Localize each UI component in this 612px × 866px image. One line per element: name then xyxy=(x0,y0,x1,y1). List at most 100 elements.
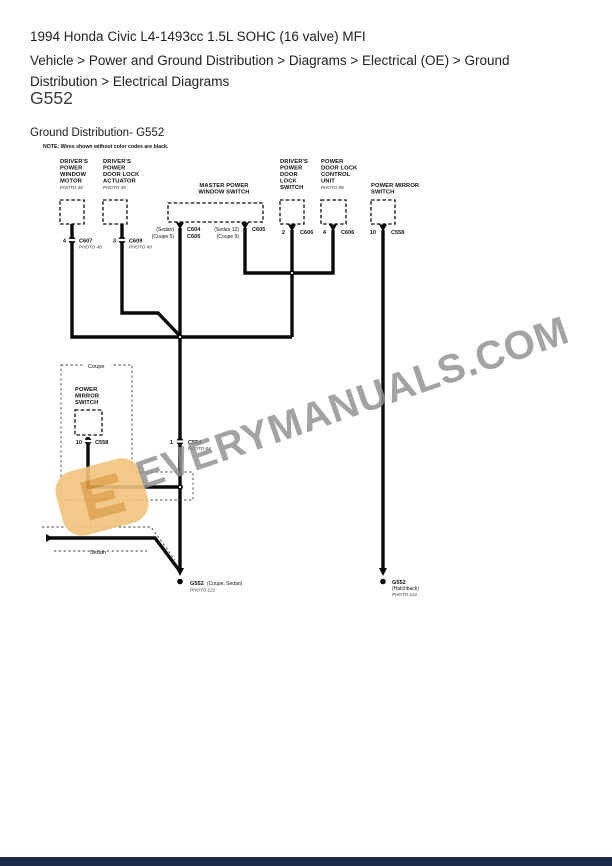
diagram-title: Ground Distribution- G552 xyxy=(30,127,165,139)
component-label: POWER MIRROR xyxy=(371,183,420,189)
ground-arrow xyxy=(176,568,184,576)
photo-ref: PHOTO 121 xyxy=(190,588,216,593)
component-label: DOOR xyxy=(280,172,299,178)
photo-ref: PHOTO 121 xyxy=(392,592,418,597)
variant-label: (Coupe 9) xyxy=(217,234,240,240)
ground-arrow xyxy=(379,568,387,576)
breadcrumb[interactable]: Vehicle > Power and Ground Distribution … xyxy=(30,53,510,89)
variant-label: (Coupe 5) xyxy=(152,234,175,240)
component-label: DOOR LOCK xyxy=(321,166,358,172)
component-label: WINDOW SWITCH xyxy=(198,190,249,196)
component-label: DRIVER'S xyxy=(60,159,88,165)
ground-point xyxy=(177,578,183,585)
ground-point xyxy=(380,578,386,585)
component-box xyxy=(320,199,347,225)
component-label: POWER xyxy=(75,387,98,393)
photo-ref: PHOTO 88 xyxy=(321,185,344,190)
connector-id: C605 xyxy=(187,234,200,240)
variant-label: (Sedan 12) xyxy=(214,227,239,233)
component-label: CONTROL xyxy=(321,172,351,178)
connector-c609: 3 C609 PHOTO 49 xyxy=(113,236,152,250)
connector-id: C558 xyxy=(95,440,108,446)
ground-variant: (Hatchback) xyxy=(392,586,419,592)
diagram-note: NOTE: Wires shown without color codes ar… xyxy=(43,144,169,150)
pin-number: 1 xyxy=(170,440,173,446)
ground-g552-hatchback: G552 (Hatchback) PHOTO 121 xyxy=(379,568,419,597)
junction-dots xyxy=(177,270,295,490)
connector-c606-switch: 2 C606 xyxy=(282,224,313,236)
component-box xyxy=(74,409,103,436)
wire-sedan-run xyxy=(48,536,181,572)
connector-id: C554 xyxy=(188,440,202,446)
component-driver-power-window-motor: DRIVER'S POWER WINDOW MOTOR PHOTO 48 xyxy=(59,159,88,225)
component-driver-door-lock-actuator: DRIVER'S POWER DOOR LOCK ACTUATOR PHOTO … xyxy=(102,159,140,225)
connector-id: C604 xyxy=(187,227,201,233)
connector-c558-coupe: 10 C558 xyxy=(76,437,108,446)
ground-id: G552 xyxy=(392,580,406,586)
pin-number: 3 xyxy=(113,239,116,245)
component-label: POWER xyxy=(321,159,344,165)
component-label: POWER xyxy=(103,166,126,172)
photo-ref: PHOTO 49 xyxy=(129,245,152,250)
region-sedan: Sedan xyxy=(42,526,176,561)
ground-variant: (Coupe, Sedan) xyxy=(207,581,243,587)
photo-ref: PHOTO 49 xyxy=(103,185,126,190)
connector-c606-unit: 4 C606 xyxy=(323,224,354,236)
photo-ref: PHOTO 84 xyxy=(188,446,211,451)
component-power-mirror-switch-coupe: POWER MIRROR SWITCH xyxy=(74,387,103,436)
component-box xyxy=(370,199,396,225)
pin-number: 10 xyxy=(370,230,376,236)
component-label: MIRROR xyxy=(75,394,100,400)
connector-master-right: (Sedan 12) (Coupe 9) C605 xyxy=(214,222,265,240)
connector-id: C558 xyxy=(391,230,404,236)
component-box xyxy=(102,199,128,225)
component-label: MOTOR xyxy=(60,179,83,185)
connector-id: C606 xyxy=(341,230,354,236)
connector-id: C607 xyxy=(79,239,92,245)
ground-id: G552 xyxy=(190,581,204,587)
component-label: SWITCH xyxy=(371,190,394,196)
component-label: DRIVER'S xyxy=(280,159,308,165)
component-power-door-lock-control-unit: POWER DOOR LOCK CONTROL UNIT PHOTO 88 xyxy=(320,159,358,225)
sedan-wire-end-connector xyxy=(46,534,53,542)
wire-c607-ground-run xyxy=(70,224,292,339)
component-label: DRIVER'S xyxy=(103,159,131,165)
section-heading: G552 xyxy=(30,88,73,108)
variant-label: (Sedan) xyxy=(156,227,174,233)
ground-g552-coupe-sedan: G552 (Coupe, Sedan) PHOTO 121 xyxy=(176,568,243,593)
pin-number: 2 xyxy=(282,230,285,236)
photo-ref: PHOTO 48 xyxy=(60,185,83,190)
component-label: SWITCH xyxy=(75,400,98,406)
footer-bar xyxy=(0,857,612,866)
connector-c554: 1 C554 PHOTO 84 xyxy=(170,437,211,451)
connector-id: C609 xyxy=(129,239,142,245)
component-label: POWER xyxy=(60,166,83,172)
connector-id: C605 xyxy=(252,227,265,233)
wire-control-unit-run xyxy=(294,230,335,275)
component-label: WINDOW xyxy=(60,172,86,178)
wire-master-right-run xyxy=(243,228,292,275)
component-label: POWER xyxy=(280,166,303,172)
coupe-region-label: Coupe xyxy=(88,364,104,370)
pin-number: 4 xyxy=(323,230,327,236)
component-label: UNIT xyxy=(321,179,335,185)
component-box xyxy=(167,202,264,223)
component-label: ACTUATOR xyxy=(103,179,137,185)
pin-number: 4 xyxy=(63,239,67,245)
pin-number: 10 xyxy=(76,440,82,446)
component-label: SWITCH xyxy=(280,185,303,191)
component-master-power-window-switch: MASTER POWER WINDOW SWITCH xyxy=(167,183,264,223)
everymanuals-logo-icon xyxy=(55,458,149,536)
connector-master-left: (Sedan) (Coupe 5) C604 C605 xyxy=(152,222,201,240)
component-power-mirror-switch: POWER MIRROR SWITCH xyxy=(370,183,420,225)
wire-c609-run xyxy=(120,224,182,338)
connector-id: C606 xyxy=(300,230,313,236)
component-label: LOCK xyxy=(280,179,298,185)
component-box xyxy=(279,199,305,225)
sedan-region-upper-dash xyxy=(42,526,176,561)
component-label: DOOR LOCK xyxy=(103,172,140,178)
component-box xyxy=(59,199,85,225)
photo-ref: PHOTO 48 xyxy=(79,245,102,250)
